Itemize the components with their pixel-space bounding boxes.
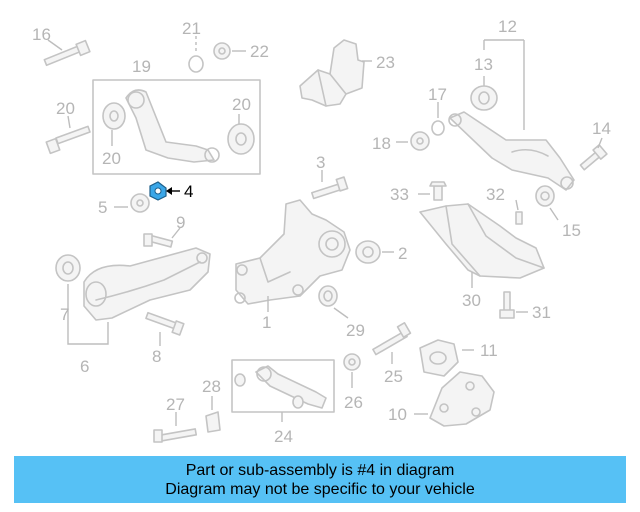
callout-23: 22	[250, 42, 269, 61]
callout-6: 6	[80, 357, 89, 376]
callout-20a: 20	[232, 95, 251, 114]
part-12-control-arm	[448, 85, 575, 191]
callout-21: 20	[56, 99, 75, 118]
callout-31: 30	[462, 291, 481, 310]
callout-13: 13	[474, 55, 493, 74]
part-31-shield	[419, 203, 545, 288]
part-22-clip	[188, 36, 204, 73]
part-5-nut	[114, 193, 150, 213]
part-9-bolt	[143, 227, 181, 248]
parts-diagram: 16 21 22 23 12 13 17 18	[32, 17, 611, 446]
callout-32: 31	[532, 303, 551, 322]
callout-19: 19	[132, 57, 151, 76]
part-34-stud	[418, 181, 447, 201]
callout-1: 1	[262, 313, 271, 332]
part-26-bolt	[372, 322, 412, 364]
part-27-nut	[343, 353, 361, 388]
banner-line-1: Part or sub-assembly is #4 in diagram	[185, 462, 455, 479]
callout-5: 5	[98, 198, 107, 217]
callout-20b: 20	[102, 149, 121, 168]
part-6-lower-arm	[55, 247, 211, 345]
callout-33: 32	[486, 185, 505, 204]
callout-25: 24	[274, 427, 293, 446]
callout-30: 29	[346, 321, 365, 340]
callout-2: 2	[398, 244, 407, 263]
callout-29: 28	[202, 377, 221, 396]
banner-line-2: Diagram may not be specific to your vehi…	[165, 481, 475, 498]
part-28-bolt	[153, 412, 198, 443]
callout-15: 15	[562, 221, 581, 240]
part-15-nut	[535, 185, 559, 221]
callout-28: 27	[166, 395, 185, 414]
part-10-bracket	[414, 371, 495, 427]
part-30-bushing	[318, 285, 349, 319]
callout-22: 21	[182, 19, 201, 38]
callout-16: 16	[32, 25, 51, 44]
part-21-bolt	[45, 115, 91, 155]
part-19-toe-link-kit	[102, 89, 255, 163]
part-18-nut	[396, 131, 430, 151]
callout-11: 11	[480, 341, 498, 360]
callout-14: 14	[592, 119, 611, 138]
part-16-bolt	[43, 39, 91, 67]
part-33-stud	[515, 199, 523, 225]
part-11-mount	[419, 339, 474, 377]
callout-8: 8	[152, 347, 161, 366]
callout-26: 25	[384, 367, 403, 386]
part-8-bolt	[145, 311, 185, 346]
callout-10: 10	[388, 405, 407, 424]
part-24-bracket	[299, 39, 372, 107]
callout-7: 7	[60, 305, 69, 324]
part-25-link-kit	[234, 365, 327, 422]
part-1-knuckle	[234, 199, 351, 312]
part-32-bolt	[499, 291, 528, 319]
callout-24: 23	[376, 53, 395, 72]
callout-9: 9	[176, 213, 185, 232]
info-banner: Part or sub-assembly is #4 in diagram Di…	[14, 456, 626, 503]
callout-34: 33	[390, 185, 409, 204]
part-4-highlighted	[149, 181, 180, 201]
callout-17: 17	[428, 85, 447, 104]
part-29-clip	[205, 396, 221, 433]
callout-12: 12	[498, 17, 517, 36]
part-17-washer	[431, 102, 445, 136]
part-3-bolt	[311, 170, 349, 200]
callout-4: 4	[184, 182, 193, 201]
part-23-nut	[213, 42, 246, 60]
part-14-bolt	[579, 137, 608, 171]
part-2-bushing	[355, 240, 394, 264]
callout-18: 18	[372, 134, 391, 153]
callout-27: 26	[344, 393, 363, 412]
callout-3: 3	[316, 153, 325, 172]
